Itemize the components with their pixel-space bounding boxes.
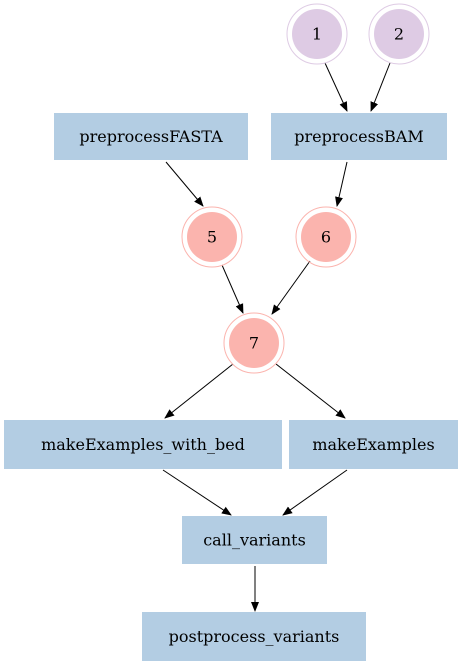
edge-file_6-to-file_7 xyxy=(271,260,311,315)
edge-file_7-to-makeExamples_with_bed xyxy=(164,363,234,419)
edge-input_1-to-preprocessBAM xyxy=(324,62,348,112)
node-file-5[interactable]: 5 xyxy=(181,206,243,268)
file-7-circle xyxy=(229,318,279,368)
input-1-circle xyxy=(292,9,342,59)
file-5-outer-ring xyxy=(181,206,243,268)
call-variants-label: call_variants xyxy=(203,531,306,550)
node-input-1[interactable]: 1 xyxy=(286,3,348,65)
node-makeExamples[interactable]: makeExamples xyxy=(289,420,458,469)
preprocessFASTA-label: preprocessFASTA xyxy=(79,127,223,146)
file-6-label: 6 xyxy=(321,228,331,247)
node-call-variants[interactable]: call_variants xyxy=(182,516,327,564)
node-file-6[interactable]: 6 xyxy=(295,206,357,268)
edge-makeExamples-to-call_variants xyxy=(282,469,348,516)
makeExamples-label: makeExamples xyxy=(312,435,434,454)
input-1-label: 1 xyxy=(312,25,322,44)
preprocessBAM-box xyxy=(271,113,447,160)
node-input-2[interactable]: 2 xyxy=(368,3,430,65)
input-2-circle xyxy=(374,9,424,59)
node-preprocessFASTA[interactable]: preprocessFASTA xyxy=(54,113,248,160)
input-2-outer-ring xyxy=(368,3,430,65)
node-makeExamples-with-bed[interactable]: makeExamples_with_bed xyxy=(4,420,282,469)
preprocessBAM-label: preprocessBAM xyxy=(294,127,423,146)
postprocess-variants-box xyxy=(142,612,366,661)
makeExamples-with-bed-label: makeExamples_with_bed xyxy=(41,435,245,454)
makeExamples-with-bed-box xyxy=(4,420,282,469)
input-2-label: 2 xyxy=(394,25,404,44)
node-preprocessBAM[interactable]: preprocessBAM xyxy=(271,113,447,160)
file-5-label: 5 xyxy=(207,228,217,247)
file-7-outer-ring xyxy=(223,312,285,374)
edge-preprocessBAM-to-file_6 xyxy=(335,161,348,207)
input-1-outer-ring xyxy=(286,3,348,65)
edges-layer xyxy=(162,62,391,612)
node-file-7[interactable]: 7 xyxy=(223,312,285,374)
edge-preprocessFASTA-to-file_5 xyxy=(165,161,204,207)
edge-makeExamples_with_bed-to-call_variants xyxy=(162,469,232,516)
preprocessFASTA-box xyxy=(54,113,248,160)
file-5-circle xyxy=(187,212,237,262)
edge-file_7-to-makeExamples xyxy=(275,363,346,419)
makeExamples-box xyxy=(289,420,458,469)
postprocess-variants-label: postprocess_variants xyxy=(169,627,340,646)
node-postprocess-variants[interactable]: postprocess_variants xyxy=(142,612,366,661)
file-6-outer-ring xyxy=(295,206,357,268)
edge-input_2-to-preprocessBAM xyxy=(370,62,391,112)
edge-file_5-to-file_7 xyxy=(221,264,244,314)
file-7-label: 7 xyxy=(249,334,259,353)
call-variants-box xyxy=(182,516,327,564)
file-6-circle xyxy=(301,212,351,262)
